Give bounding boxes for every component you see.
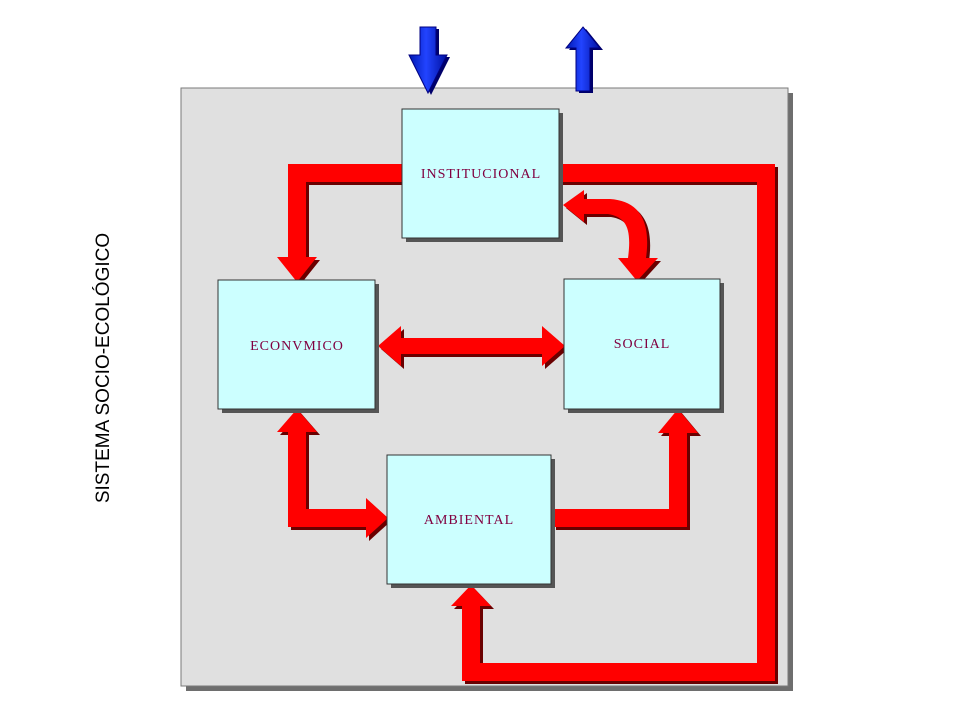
connector-institucional-to-economico (277, 164, 405, 285)
box-institucional-label: INSTITUCIONAL (421, 167, 541, 182)
box-economico: ECONVMICO (217, 279, 379, 413)
box-social-label: SOCIAL (614, 337, 671, 352)
box-economico-label: ECONVMICO (250, 339, 344, 354)
box-institucional: INSTITUCIONAL (401, 108, 563, 242)
box-ambiental: AMBIENTAL (386, 454, 555, 588)
connector-ambiental-to-social (553, 409, 701, 530)
connector-economico-social (378, 326, 568, 369)
box-ambiental-label: AMBIENTAL (424, 513, 514, 528)
connector-economico-ambiental (277, 409, 391, 541)
box-social: SOCIAL (563, 278, 724, 413)
system-title: SISTEMA SOCIO-ECOLÓGICO (92, 233, 114, 503)
output-arrow-up (564, 26, 603, 93)
input-arrow-down (408, 26, 450, 95)
connector-institucional-social (563, 190, 661, 284)
